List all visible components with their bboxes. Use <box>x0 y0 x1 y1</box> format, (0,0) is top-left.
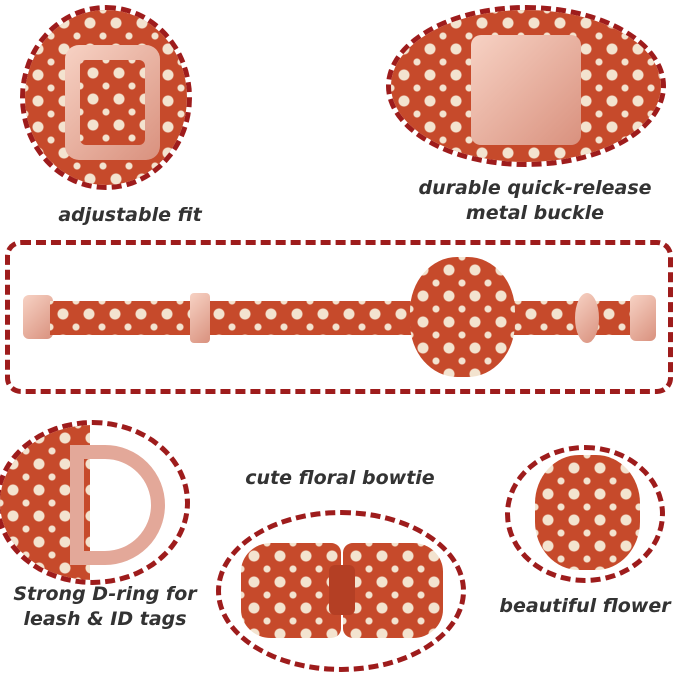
collar-frame <box>5 240 673 394</box>
collar-strap <box>50 301 640 335</box>
collar-flower <box>410 257 515 377</box>
bowtie-frame <box>216 510 466 672</box>
collar-slider <box>190 293 210 343</box>
caption-bowtie: cute floral bowtie <box>245 467 435 489</box>
bowtie-left-wing <box>241 543 341 638</box>
caption-d-ring: Strong D-ring for leash & ID tags <box>13 583 197 630</box>
caption-adjustable-fit: adjustable fit <box>58 204 202 226</box>
collar-d-ring <box>575 293 599 343</box>
d-ring <box>70 445 165 565</box>
quick-release-buckle <box>471 35 581 145</box>
adjustable-fit-frame <box>20 5 192 190</box>
flower <box>535 455 640 570</box>
collar-end-buckle <box>630 295 656 341</box>
buckle-frame <box>386 5 666 167</box>
collar-buckle <box>23 295 53 339</box>
flower-frame <box>505 445 665 583</box>
bowtie-right-wing <box>343 543 443 638</box>
d-ring-frame <box>0 420 190 585</box>
caption-buckle: durable quick-release metal buckle <box>418 177 652 224</box>
bowtie-knot <box>329 565 355 615</box>
caption-flower: beautiful flower <box>499 595 671 617</box>
